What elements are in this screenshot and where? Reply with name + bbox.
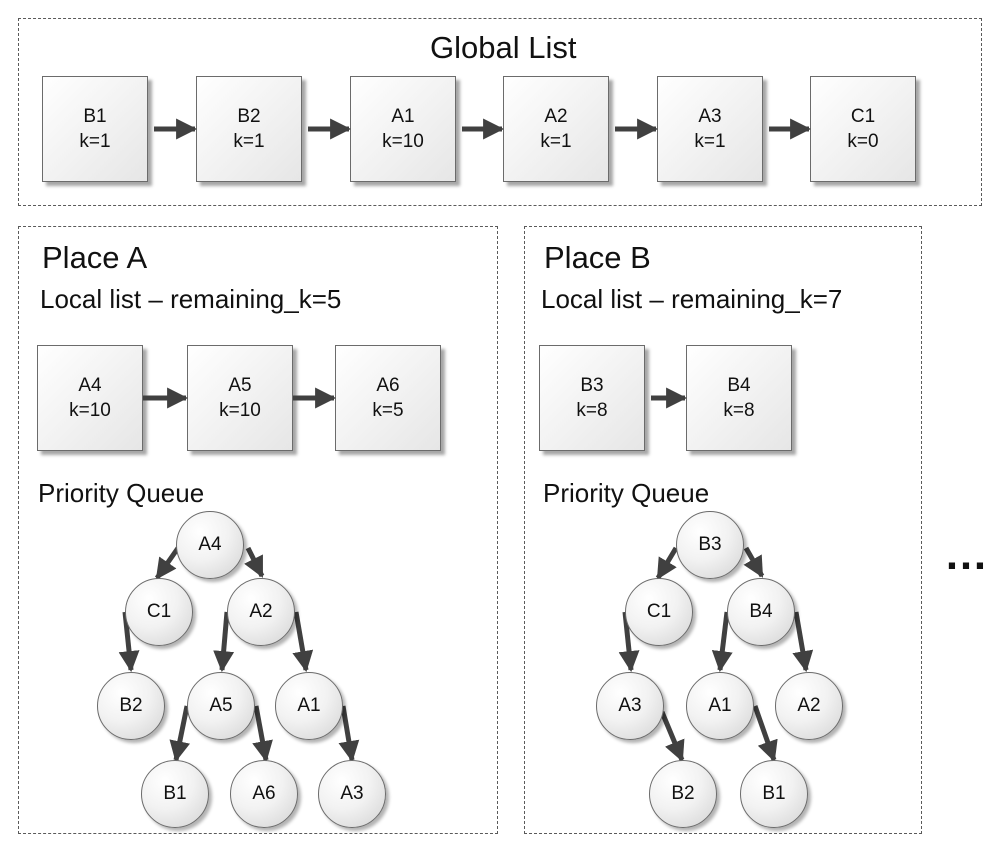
place-b-pq-node-b2: B2	[649, 760, 717, 828]
item-name: A1	[391, 106, 415, 127]
place-a-tree-edge	[244, 546, 265, 578]
item-k: k=1	[79, 131, 111, 152]
global-list-panel	[18, 18, 982, 206]
place-a-pq-node-b1: B1	[141, 760, 209, 828]
place-b-pq-node-a2: A2	[775, 672, 843, 740]
place-b-item-b3: B3 k=8	[539, 345, 645, 451]
place-b-pq-label: Priority Queue	[543, 478, 710, 508]
place-a-local-label: Local list – remaining_k=5	[40, 284, 342, 314]
place-a-tree-edge	[213, 611, 235, 673]
place-a-panel	[18, 226, 498, 834]
place-a-tree-edge	[292, 611, 314, 673]
place-a-pq-node-c1: C1	[125, 578, 193, 646]
global-list-title: Global List	[430, 30, 577, 65]
place-b-pq-node-a3: A3	[596, 672, 664, 740]
place-a-pq-node-a5: A5	[187, 672, 255, 740]
item-name: A6	[376, 375, 400, 396]
item-k: k=10	[219, 400, 261, 421]
place-b-tree-edge	[659, 711, 685, 762]
place-b-panel	[524, 226, 922, 834]
global-item-b2: B2 k=1	[196, 76, 302, 182]
place-b-pq-node-b3: B3	[676, 511, 744, 579]
place-b-tree-edge	[711, 611, 733, 673]
place-a-tree-edge	[169, 705, 191, 763]
place-b-pq-node-b1: B1	[740, 760, 808, 828]
item-name: A3	[698, 106, 722, 127]
more-places-ellipsis: …	[944, 530, 988, 579]
place-b-pq-node-c1: C1	[625, 578, 693, 646]
place-a-tree-edge	[154, 546, 181, 580]
place-b-tree-edge	[792, 611, 814, 673]
item-name: B2	[237, 106, 261, 127]
place-a-item-a6: A6 k=5	[335, 345, 441, 451]
item-k: k=8	[723, 400, 755, 421]
place-a-pq-node-b2: B2	[97, 672, 165, 740]
place-a-pq-node-a4: A4	[176, 511, 244, 579]
item-k: k=10	[69, 400, 111, 421]
item-k: k=5	[372, 400, 404, 421]
item-k: k=0	[847, 131, 879, 152]
place-b-tree-edge	[743, 546, 765, 578]
place-b-pq-node-a1: A1	[686, 672, 754, 740]
item-name: C1	[850, 106, 876, 127]
global-item-b1: B1 k=1	[42, 76, 148, 182]
place-b-local-label: Local list – remaining_k=7	[541, 284, 843, 314]
place-a-item-a4: A4 k=10	[37, 345, 143, 451]
item-name: A2	[544, 106, 568, 127]
place-b-tree-edge	[752, 705, 778, 762]
item-name: A5	[228, 375, 252, 396]
place-b-tree-edge	[655, 546, 679, 580]
place-a-pq-node-a1: A1	[275, 672, 343, 740]
place-b-title: Place B	[544, 240, 651, 275]
place-a-tree-edge	[252, 705, 273, 763]
global-item-a2: A2 k=1	[503, 76, 609, 182]
place-a-pq-node-a6: A6	[230, 760, 298, 828]
global-item-a1: A1 k=10	[350, 76, 456, 182]
item-k: k=8	[576, 400, 608, 421]
item-name: B4	[727, 375, 751, 396]
item-k: k=1	[233, 131, 265, 152]
item-k: k=10	[382, 131, 424, 152]
item-name: B1	[83, 106, 107, 127]
place-a-pq-node-a3: A3	[318, 760, 386, 828]
item-name: B3	[580, 375, 604, 396]
global-item-a3: A3 k=1	[657, 76, 763, 182]
item-name: A4	[78, 375, 102, 396]
item-k: k=1	[694, 131, 726, 152]
place-a-item-a5: A5 k=10	[187, 345, 293, 451]
item-k: k=1	[540, 131, 572, 152]
place-a-pq-node-a2: A2	[227, 578, 295, 646]
place-b-pq-node-b4: B4	[727, 578, 795, 646]
place-a-pq-label: Priority Queue	[38, 478, 205, 508]
place-a-tree-edge	[338, 705, 360, 763]
place-a-title: Place A	[42, 240, 148, 275]
